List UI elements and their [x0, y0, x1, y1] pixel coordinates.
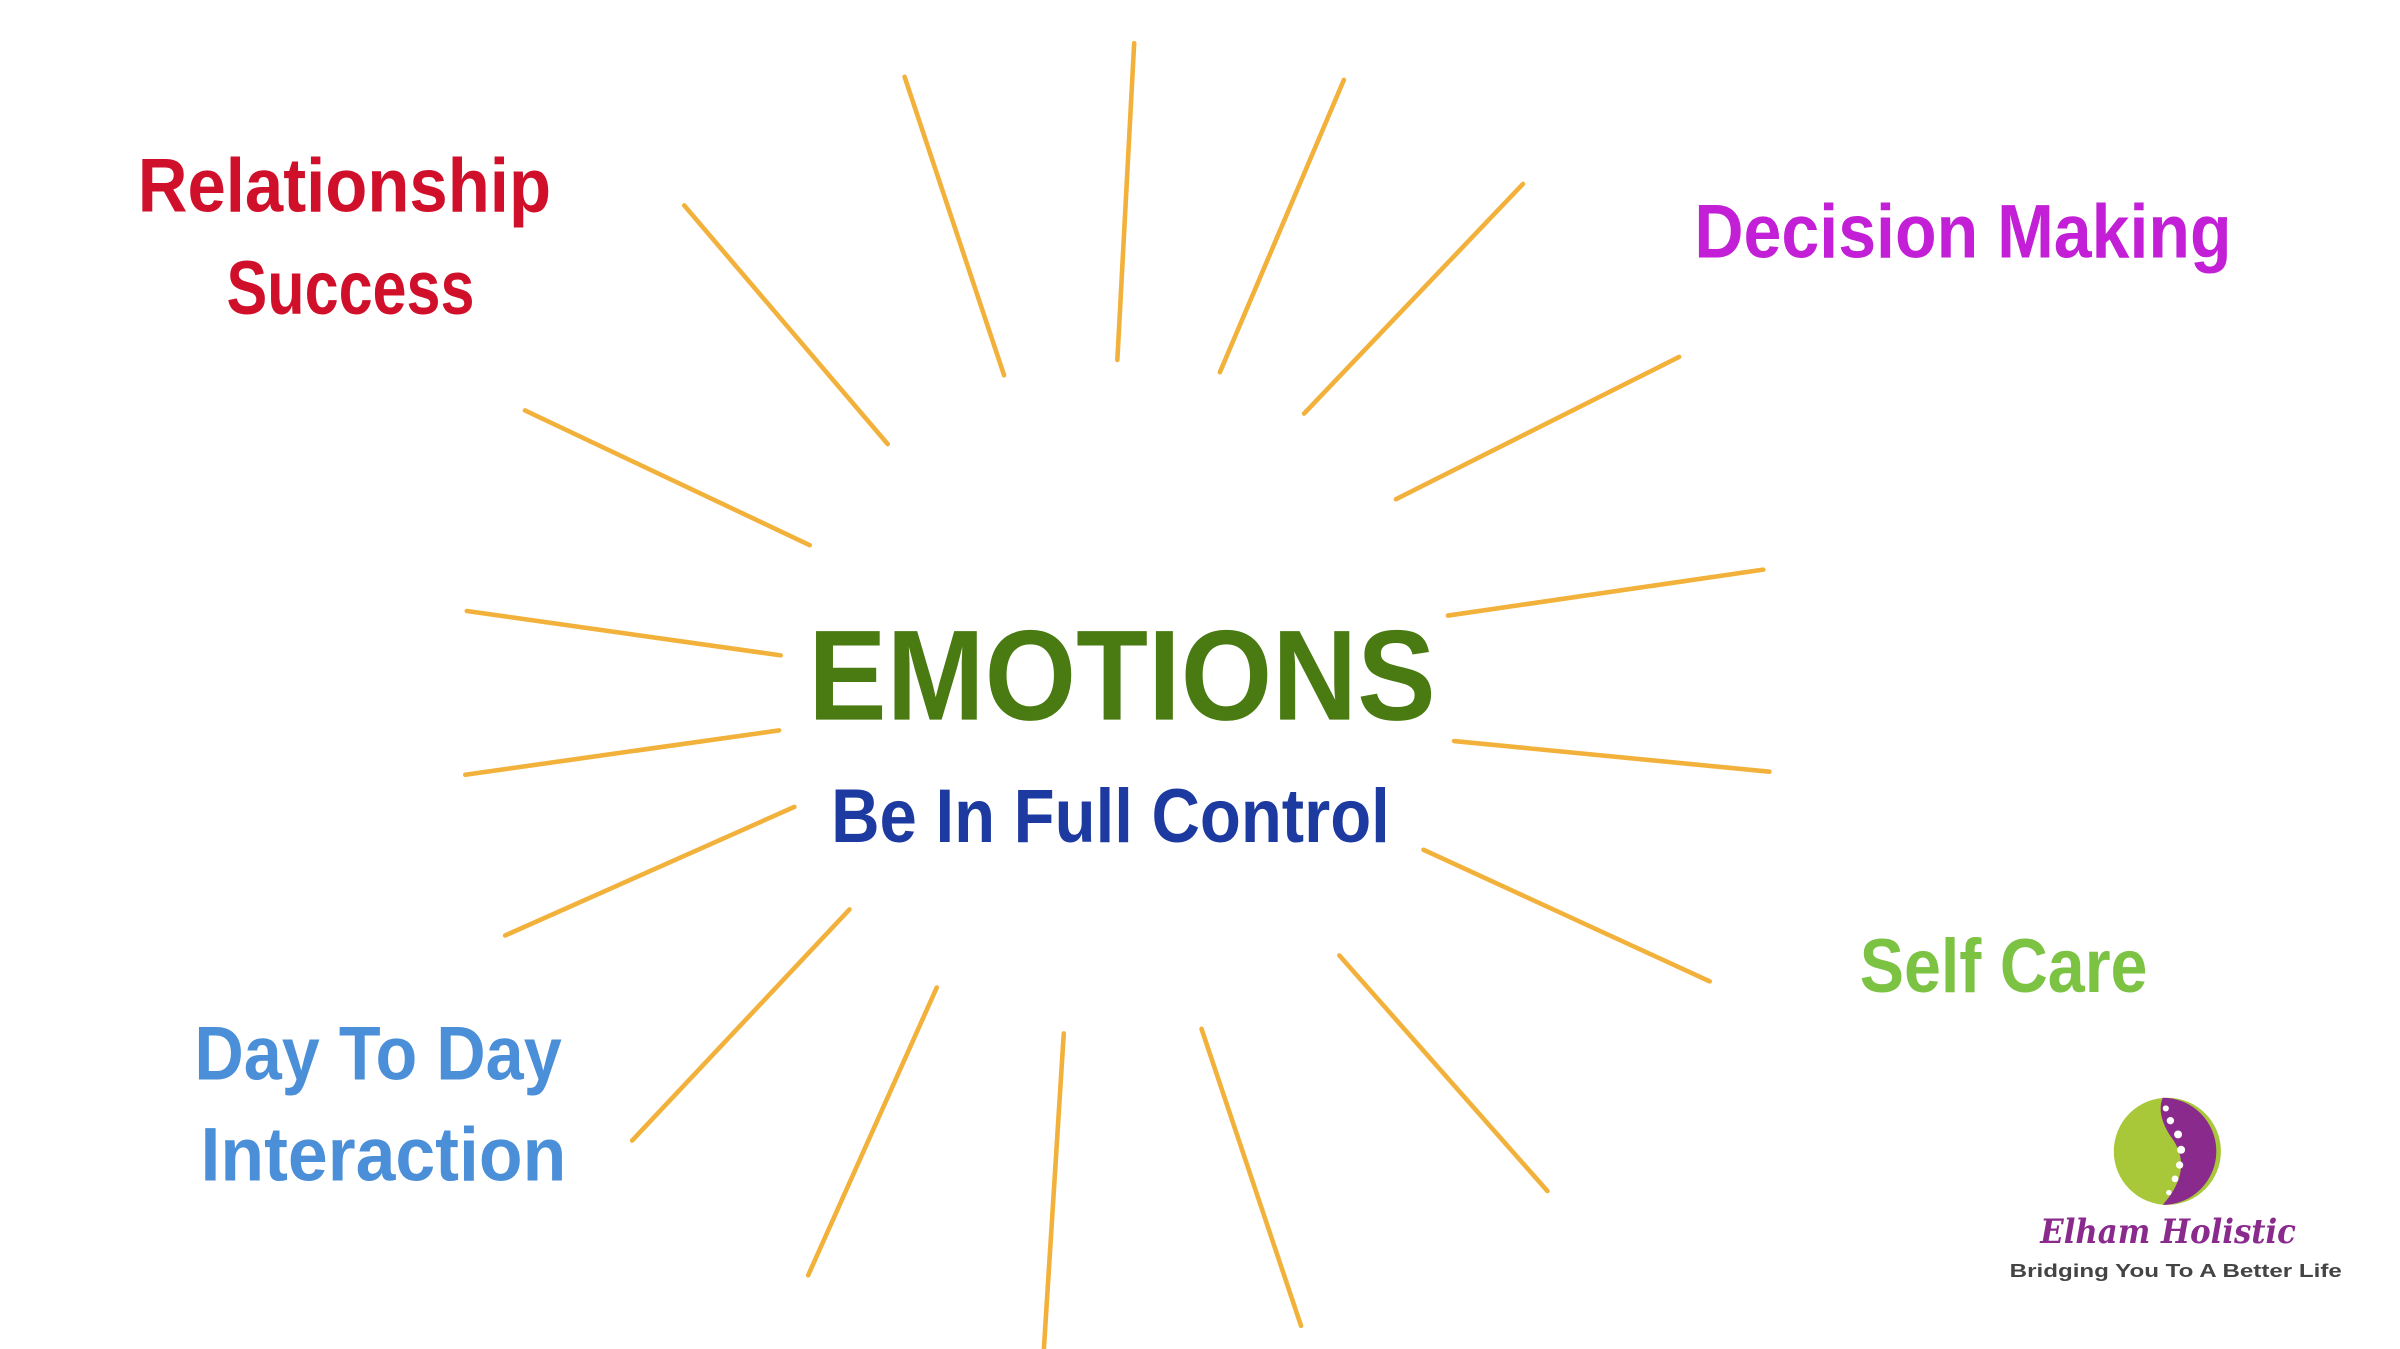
sunburst-ray [681, 203, 891, 447]
sunburst-ray [1445, 567, 1766, 618]
topic-self-care: Self Care [1860, 924, 2148, 1009]
topic-relationship-line2: Success [227, 246, 475, 331]
topic-day-to-day-line2: Interaction [201, 1112, 567, 1197]
sunburst-ray [1421, 847, 1712, 984]
sunburst-ray [1199, 1026, 1304, 1329]
sunburst-ray [522, 408, 812, 548]
sunburst-ray [1041, 1031, 1067, 1349]
sunburst-ray [464, 608, 783, 658]
sunburst-rays [463, 40, 1772, 1349]
sunburst-ray [629, 907, 852, 1143]
sunburst-ray [1451, 738, 1772, 774]
logo-spine-icon [2113, 1097, 2221, 1205]
logo-name: Elham Holistic [2039, 1211, 2296, 1251]
sunburst-ray [502, 804, 797, 938]
sunburst-ray [463, 728, 782, 778]
topic-relationship-line1: Relationship [138, 143, 551, 228]
sunburst-ray [805, 985, 940, 1278]
sunburst-ray [1336, 953, 1550, 1194]
sunburst-ray [1393, 354, 1682, 502]
topic-day-to-day-line1: Day To Day [194, 1011, 562, 1096]
title-emotions: EMOTIONS [808, 605, 1436, 748]
sunburst-ray [1217, 77, 1347, 375]
sunburst-ray [902, 74, 1007, 378]
elham-holistic-logo: Elham Holistic Bridging You To A Better … [2010, 1097, 2342, 1281]
subtitle-be-in-full-control: Be In Full Control [831, 774, 1390, 859]
logo-tagline: Bridging You To A Better Life [2010, 1260, 2342, 1281]
topic-decision-making: Decision Making [1694, 189, 2231, 274]
sunburst-ray [1301, 181, 1526, 416]
sunburst-ray [1115, 40, 1137, 363]
